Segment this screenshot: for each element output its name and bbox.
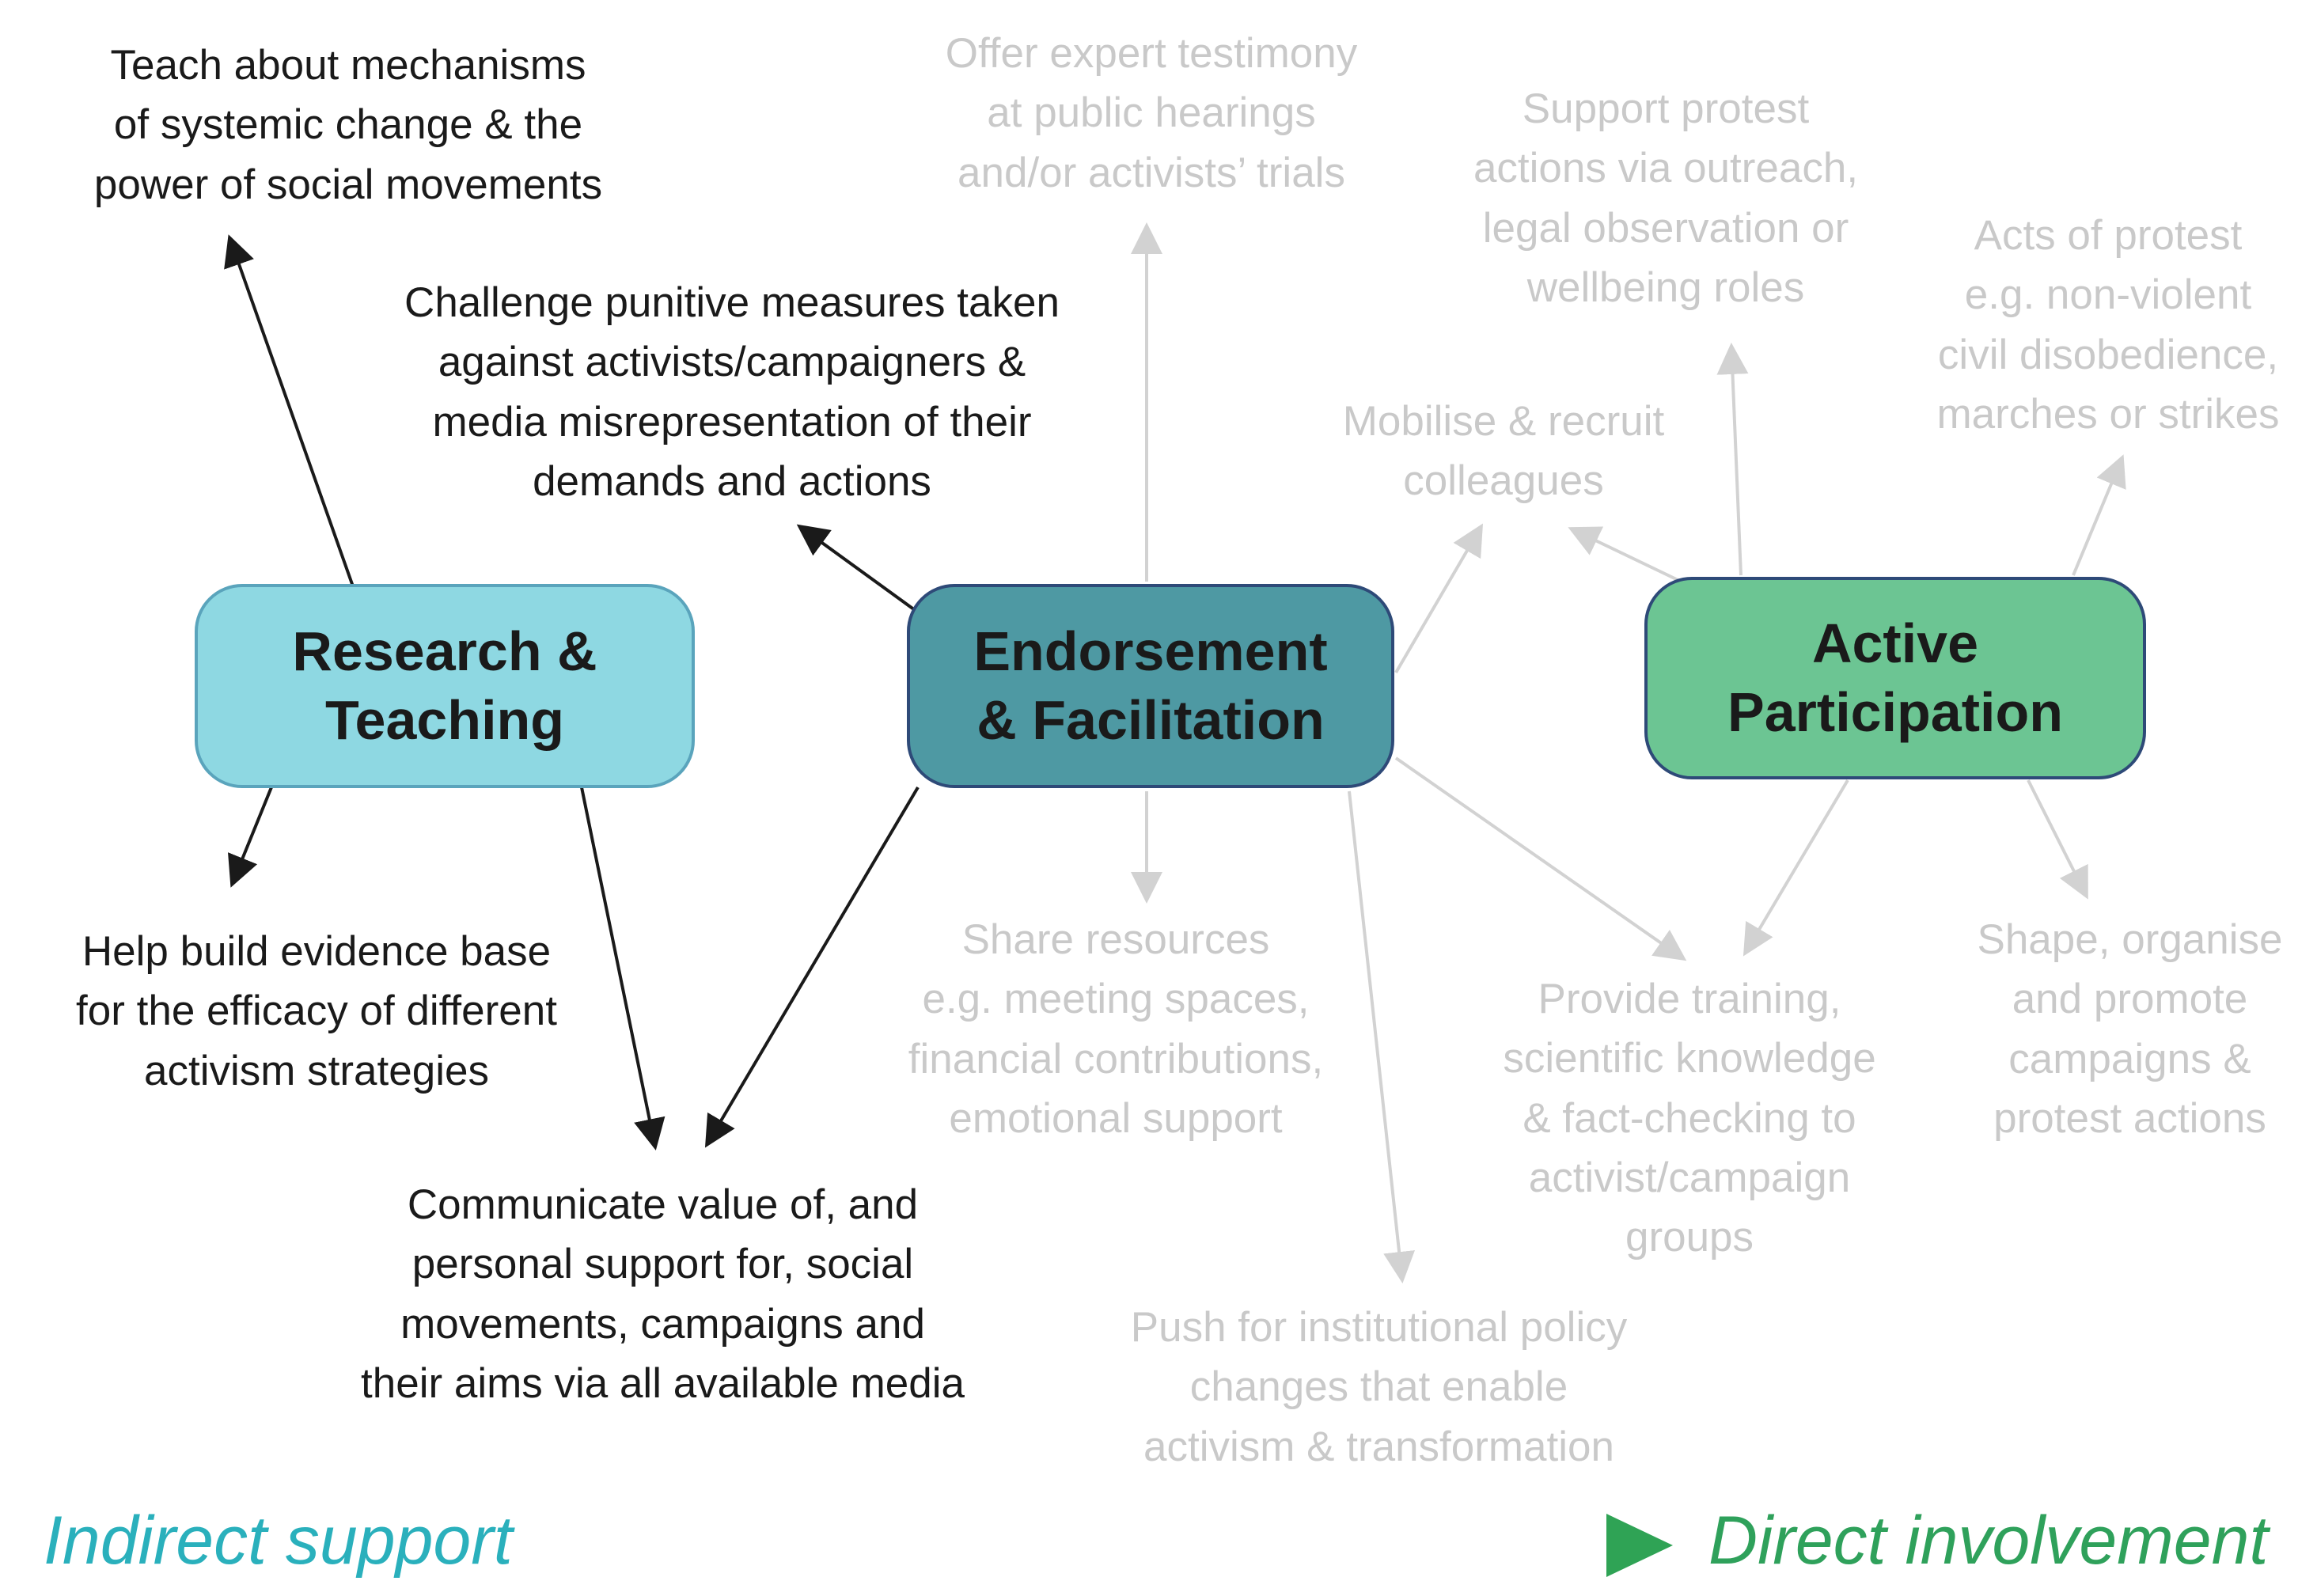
label-acts-of-protest: Acts of protest e.g. non-violent civil d… [1936, 212, 2280, 438]
label-communicate-value: Communicate value of, and personal suppo… [361, 1181, 965, 1407]
label-share-resources: Share resources e.g. meeting spaces, fin… [908, 916, 1324, 1142]
arrow-active-to-mobilise [1568, 526, 1690, 587]
node-research-teaching: Research & Teaching [195, 584, 695, 788]
axis-left-label: Indirect support [44, 1503, 513, 1579]
label-mobilise-recruit: Mobilise & recruit colleagues [1342, 398, 1665, 505]
label-support-protest: Support protest actions via outreach, le… [1473, 85, 1859, 311]
arrow-research-to-help [228, 783, 275, 888]
node-active-participation: Active Participation [1644, 577, 2146, 779]
arrow-endorsement-to-mobilise [1394, 523, 1484, 674]
node-endorsement-facilitation: Endorsement & Facilitation [907, 584, 1394, 788]
arrow-active-to-support [1716, 343, 1749, 576]
arrow-endorsement-to-push [1348, 790, 1416, 1283]
arrow-active-to-acts [2072, 454, 2126, 576]
arrow-endorsement-to-provide [1394, 756, 1687, 961]
axis-arrow-head [1606, 1514, 1673, 1577]
label-shape-campaigns: Shape, organise and promote campaigns & … [1977, 916, 2283, 1142]
label-offer-testimony: Offer expert testimony at public hearing… [945, 30, 1358, 196]
arrow-research-to-communicate [580, 787, 666, 1151]
arrow-active-to-shape [2027, 779, 2088, 900]
label-push-policy: Push for institutional policy changes th… [1130, 1304, 1628, 1470]
label-provide-training: Provide training, scientific knowledge &… [1503, 976, 1876, 1260]
arrow-active-to-provide [1742, 779, 1849, 957]
label-challenge-punitive: Challenge punitive measures taken agains… [404, 279, 1060, 505]
label-help-evidence: Help build evidence base for the efficac… [76, 928, 557, 1094]
arrow-research-to-teach [224, 234, 359, 601]
axis-right-label: Direct involvement [1708, 1503, 2269, 1579]
arrow-endorsement-to-communicate [704, 786, 920, 1148]
label-teach-mechanisms: Teach about mechanisms of systemic chang… [93, 42, 603, 208]
